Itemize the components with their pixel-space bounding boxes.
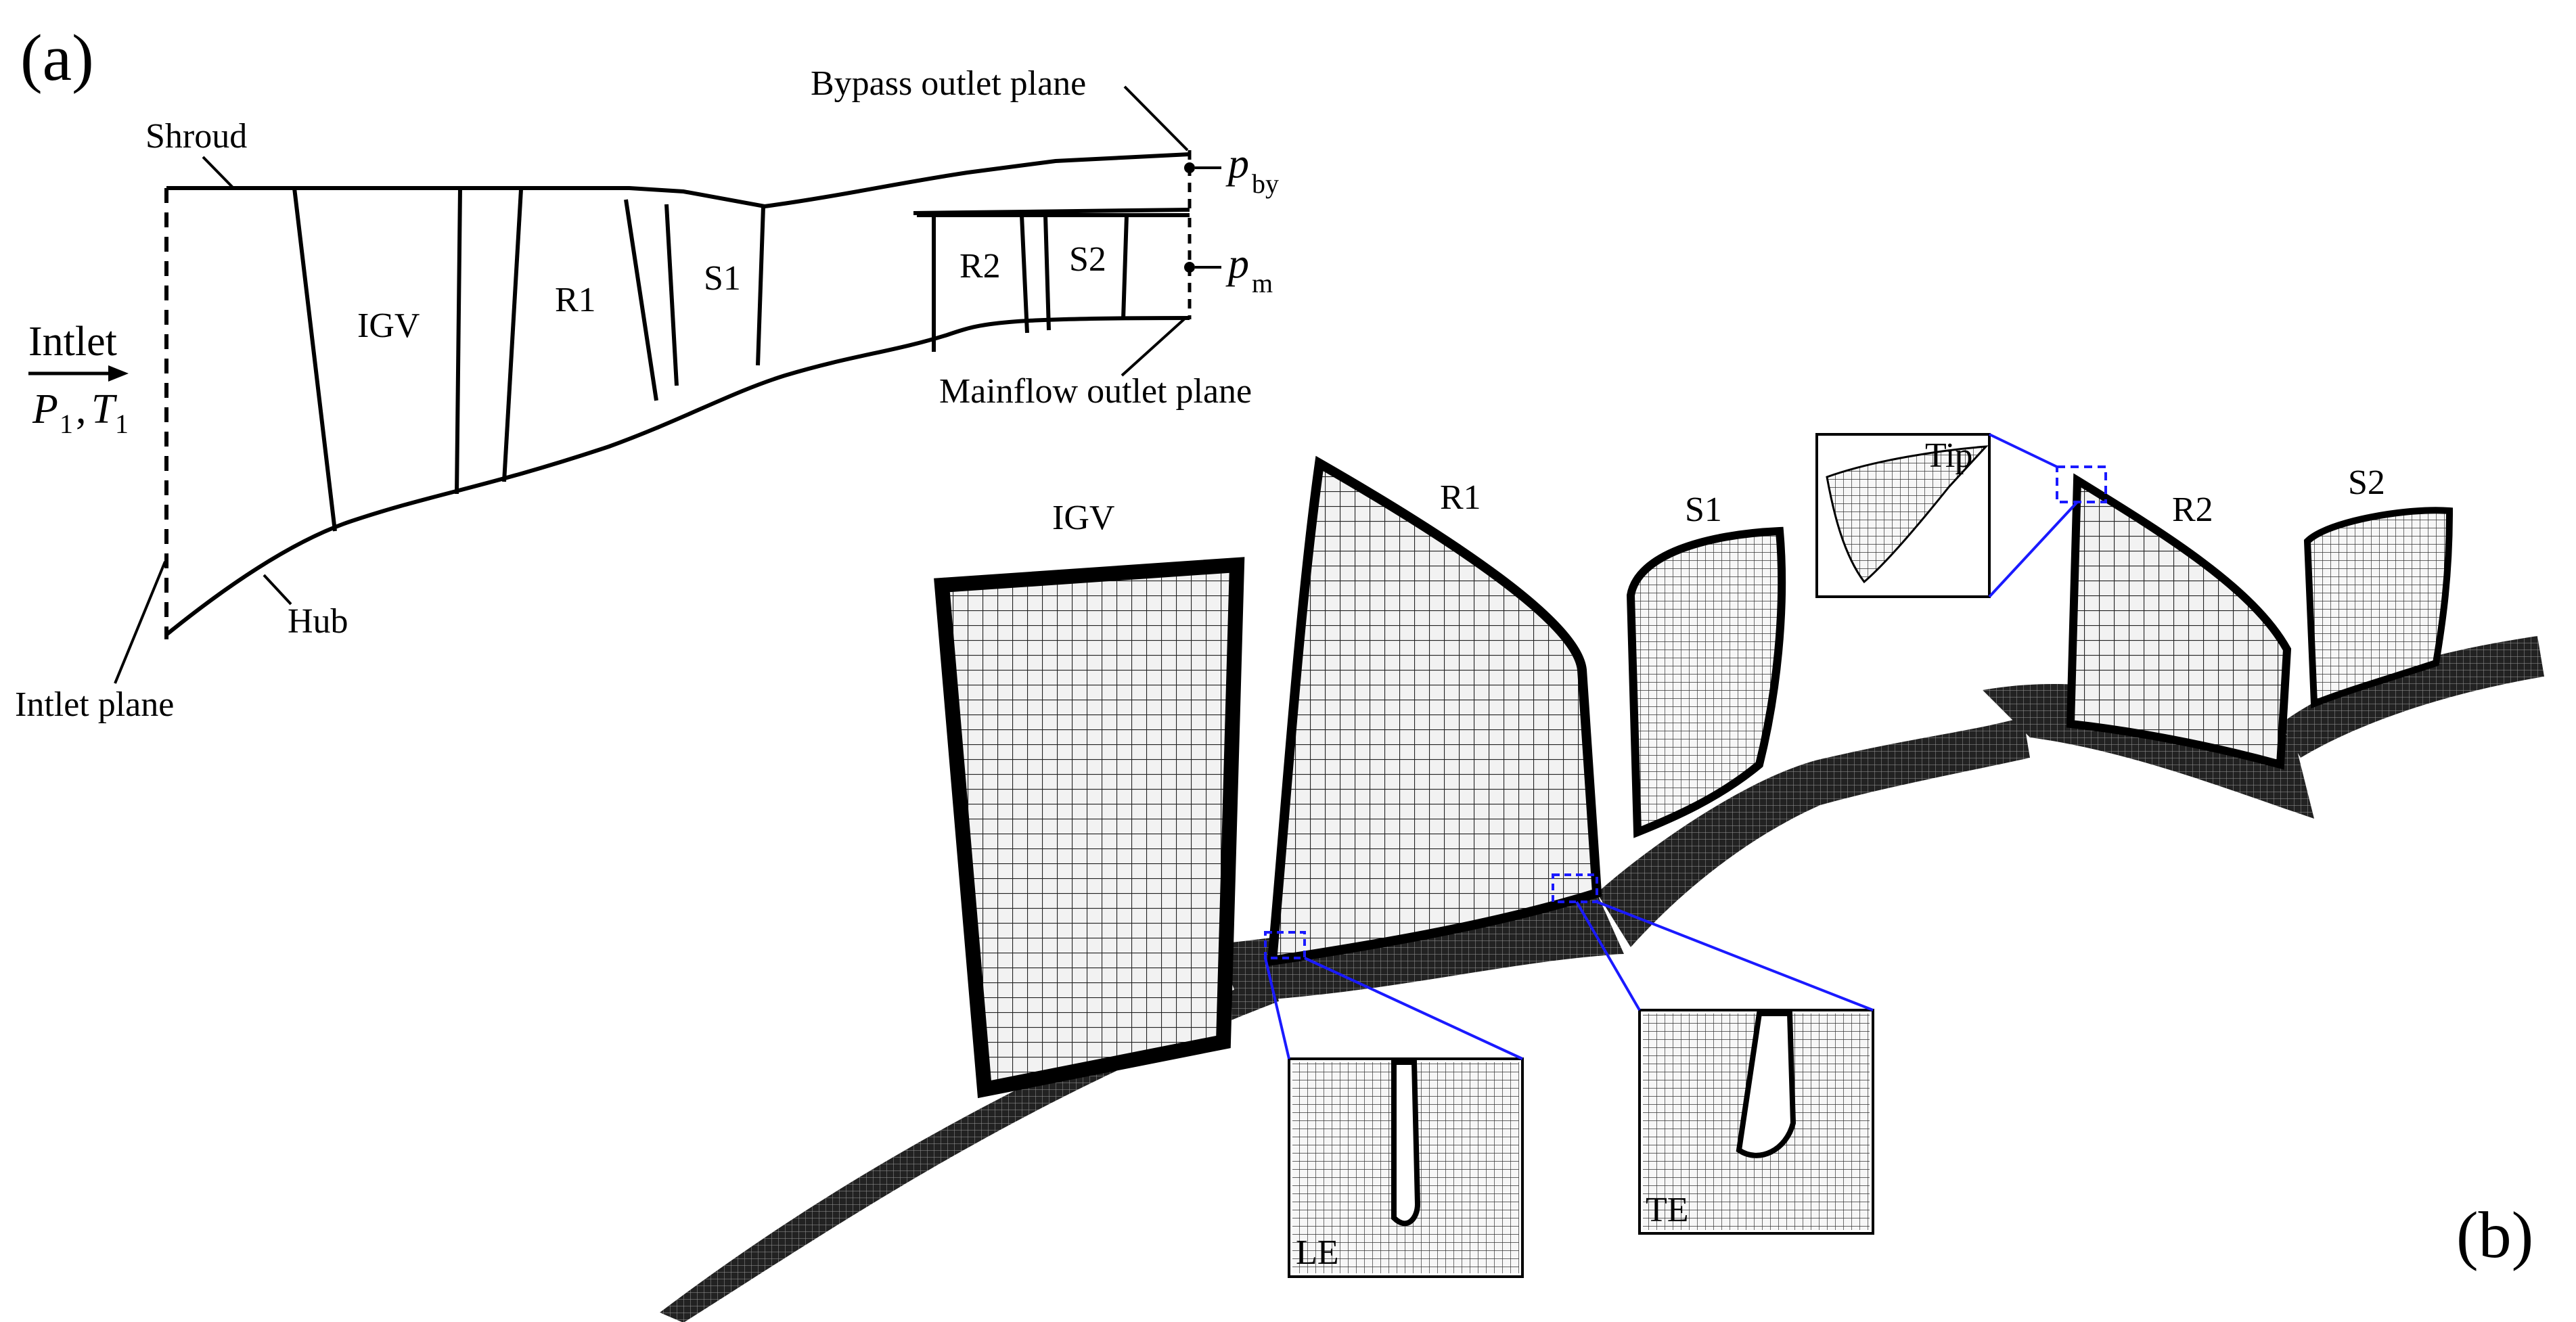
igv-trailing-line (455, 187, 462, 495)
hub-mesh-strip-5 (2280, 636, 2544, 758)
tip-inset: Tip (1815, 433, 2107, 598)
bypass-outlet-leader (1123, 85, 1189, 152)
tip-link-upper (1989, 433, 2058, 468)
row-label-r2: R2 (959, 247, 1001, 286)
inlet-t-symbol: T (91, 386, 118, 432)
tip-link-lower (1988, 501, 2079, 598)
tip-marker-box (2056, 465, 2107, 503)
p-bypass-subscript: by (1252, 168, 1279, 199)
panel-a-meridional-view: (a) IGV R1 S1 R2 S2 Shroud Hu (15, 22, 1279, 724)
inlet-label: Intlet (28, 319, 117, 365)
le-inset-label: LE (1296, 1233, 1339, 1272)
s2-trailing-line (1121, 214, 1129, 320)
s2-leading-line (1043, 214, 1051, 331)
inlet-arrow-head (108, 365, 129, 382)
hub-mesh-strip-2 (1218, 893, 1624, 1001)
r1-trailing-line (624, 199, 658, 401)
panel-b-mesh-view: IGV R1 S1 R2 S2 Tip LE TE (660, 433, 2544, 1322)
inlet-p-symbol: P (32, 386, 58, 432)
shroud-label: Shroud (145, 117, 247, 156)
bypass-outlet-label: Bypass outlet plane (811, 64, 1086, 103)
te-link-left (1575, 901, 1641, 1011)
r1-leading-line (502, 189, 523, 482)
inlet-plane-label: Intlet plane (15, 685, 174, 724)
blade-label-r1: R1 (1440, 478, 1481, 517)
inlet-conditions: P 1 , T 1 (32, 386, 129, 439)
hub-leader (263, 574, 292, 606)
row-label-s1: S1 (704, 259, 741, 298)
mainflow-outlet-label: Mainflow outlet plane (939, 372, 1252, 411)
hub-line (165, 316, 1190, 637)
te-link-right (1596, 901, 1874, 1011)
te-marker-box (1552, 873, 1598, 903)
shroud-leader (202, 156, 235, 189)
panel-a-label: (a) (20, 22, 94, 95)
panel-b-label: (b) (2456, 1199, 2533, 1272)
s1-leading-line (664, 204, 679, 386)
row-label-igv: IGV (357, 306, 420, 345)
le-inset: LE (1264, 931, 1524, 1278)
s1-blade-mesh (1626, 526, 1786, 838)
row-label-s2: S2 (1069, 240, 1106, 279)
p-main-subscript: m (1252, 268, 1273, 298)
blade-label-s2: S2 (2348, 463, 2385, 502)
blade-label-r2: R2 (2172, 491, 2213, 529)
inlet-separator: , (76, 386, 87, 432)
le-marker-box (1264, 931, 1306, 959)
splitter-upper (913, 208, 1190, 215)
row-label-r1: R1 (555, 281, 596, 319)
igv-leading-line (292, 187, 337, 532)
inlet-t-subscript: 1 (115, 409, 129, 439)
blade-label-s1: S1 (1685, 491, 1722, 529)
s1-trailing-line (756, 206, 765, 366)
inlet-plane-leader (114, 561, 166, 684)
igv-blade-mesh (934, 557, 1245, 1099)
p-bypass-probe (1184, 162, 1195, 173)
hub-mesh-strip-3 (1597, 717, 2030, 947)
le-link-right (1304, 957, 1523, 1060)
blade-label-igv: IGV (1052, 499, 1114, 537)
le-link-left (1264, 957, 1290, 1059)
p-main-symbol: p (1225, 241, 1249, 287)
te-inset: TE (1552, 873, 1874, 1235)
s2-blade-mesh (2303, 507, 2454, 709)
te-inset-label: TE (1646, 1191, 1689, 1229)
p-bypass-symbol: p (1225, 141, 1249, 187)
p-main-probe (1184, 262, 1195, 273)
tip-inset-label: Tip (1925, 436, 1972, 475)
r2-trailing-line (1020, 214, 1029, 334)
r1-blade-mesh (1267, 455, 1602, 967)
mainflow-outlet-leader (1121, 317, 1187, 377)
shroud-line (166, 152, 1190, 209)
inlet-p-subscript: 1 (60, 409, 73, 439)
hub-label: Hub (288, 602, 348, 641)
r2-blade-mesh (2066, 473, 2292, 770)
